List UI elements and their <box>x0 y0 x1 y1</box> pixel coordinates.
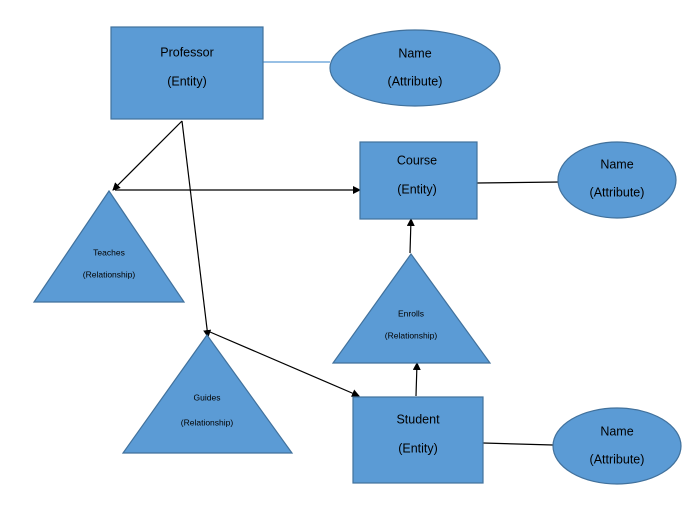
course-name-attribute-name: Name <box>600 157 633 171</box>
teaches-relationship-type: (Relationship) <box>83 269 136 279</box>
course-to-name-connector <box>476 181 561 184</box>
course-name-attribute-ellipse <box>557 141 677 219</box>
teaches-relationship-triangle <box>32 189 186 303</box>
professor-entity-type: (Entity) <box>167 74 207 88</box>
student-entity-type: (Entity) <box>398 441 438 455</box>
student-entity-box <box>352 396 484 484</box>
student-entity-name: Student <box>396 412 440 426</box>
enrolls-to-course-arrow <box>406 218 415 254</box>
professor-name-attribute-type: (Attribute) <box>388 74 443 88</box>
enrolls-relationship-triangle <box>331 252 492 364</box>
professor-to-teaches-arrow <box>112 120 183 191</box>
student-name-attribute-name: Name <box>600 424 633 438</box>
student-to-enrolls-arrow <box>412 362 421 397</box>
course-name-attribute: Name (Attribute) <box>557 141 677 219</box>
enrolls-relationship: Enrolls (Relationship) <box>331 252 492 364</box>
course-entity-box <box>359 141 478 220</box>
professor-name-attribute: Name (Attribute) <box>329 29 501 107</box>
guides-relationship-name: Guides <box>194 392 221 402</box>
course-name-attribute-type: (Attribute) <box>590 185 645 199</box>
professor-name-attribute-name: Name <box>398 46 431 60</box>
course-entity: Course (Entity) <box>359 141 478 220</box>
professor-to-guides-arrow <box>181 120 212 338</box>
professor-entity-box <box>110 26 264 120</box>
student-name-attribute: Name (Attribute) <box>552 407 682 485</box>
guides-relationship: Guides (Relationship) <box>121 333 294 454</box>
student-to-name-connector <box>482 442 554 446</box>
student-name-attribute-type: (Attribute) <box>590 452 645 466</box>
student-name-attribute-ellipse <box>552 407 682 485</box>
enrolls-relationship-type: (Relationship) <box>385 330 438 340</box>
course-entity-name: Course <box>397 153 437 167</box>
course-entity-type: (Entity) <box>397 182 437 196</box>
guides-relationship-type: (Relationship) <box>181 417 234 427</box>
professor-entity-name: Professor <box>160 45 214 59</box>
teaches-relationship-name: Teaches <box>93 247 125 257</box>
professor-entity: Professor (Entity) <box>110 26 264 120</box>
professor-name-attribute-ellipse <box>329 29 501 107</box>
enrolls-relationship-name: Enrolls <box>398 308 424 318</box>
guides-to-student-arrow <box>209 331 360 397</box>
teaches-relationship: Teaches (Relationship) <box>32 189 186 303</box>
guides-relationship-triangle <box>121 333 294 454</box>
student-entity: Student (Entity) <box>352 396 484 484</box>
